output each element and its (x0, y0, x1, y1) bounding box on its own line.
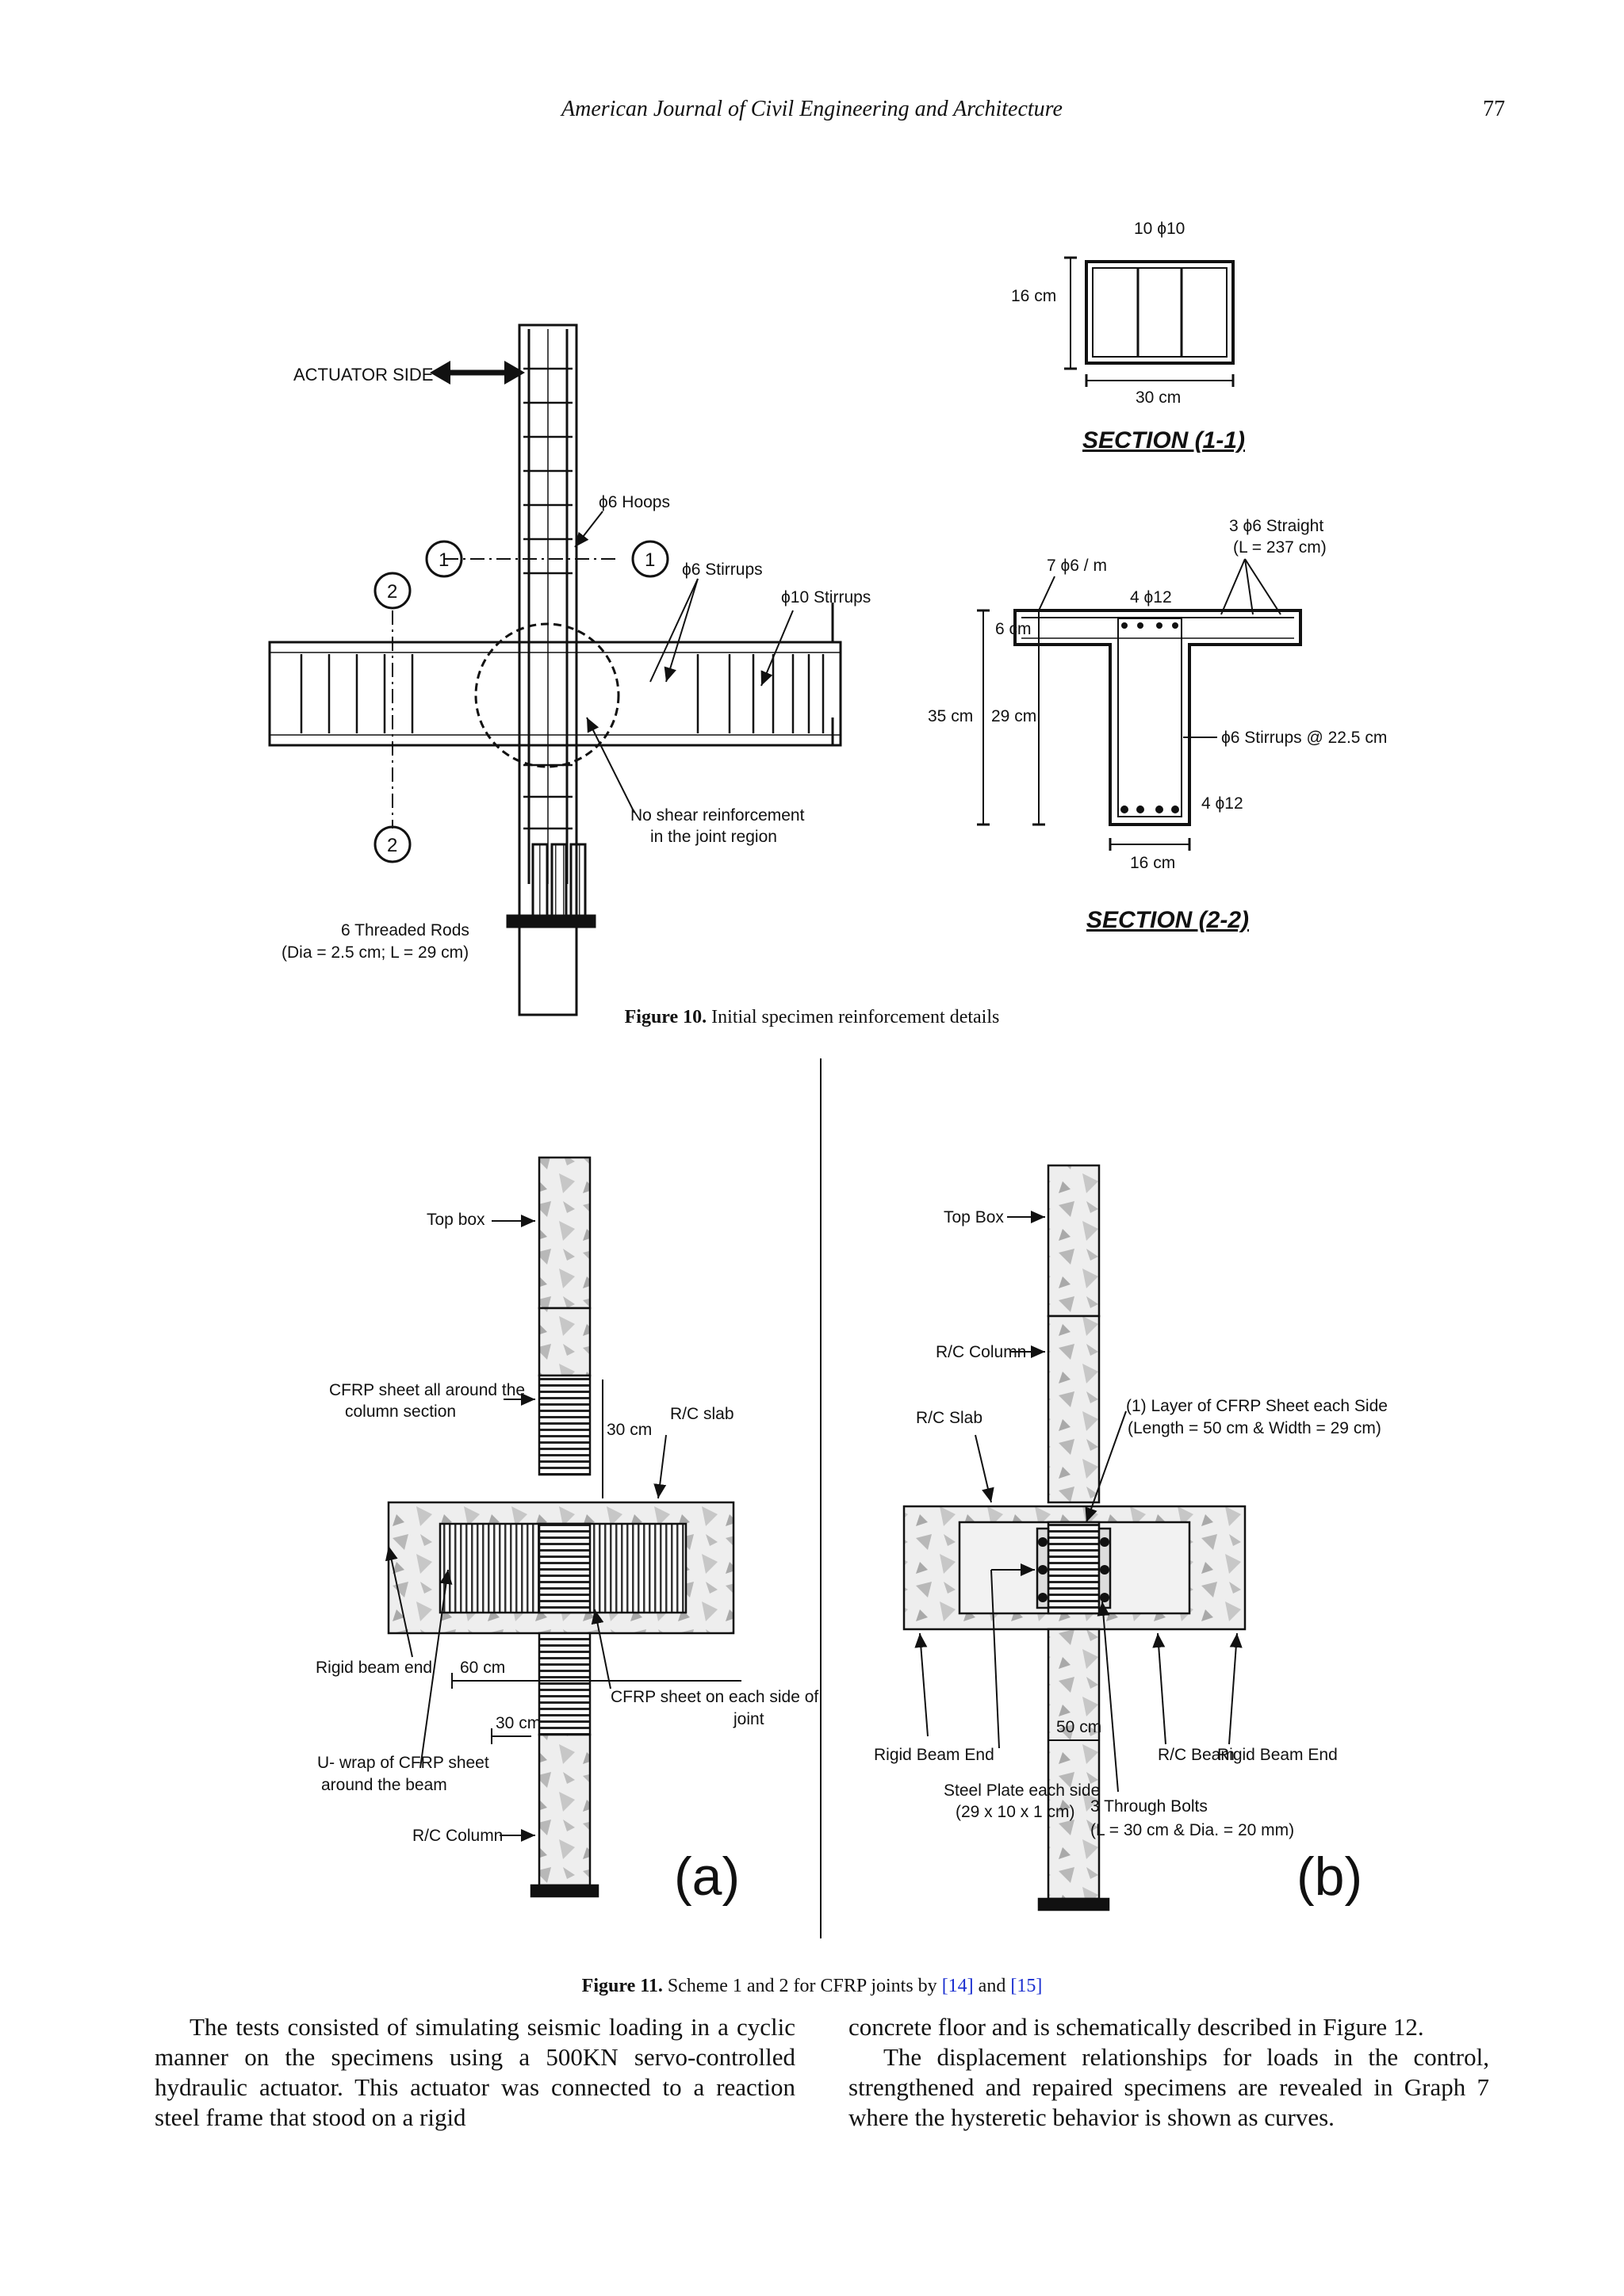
body-column-left: The tests consisted of simulating seismi… (155, 2012, 795, 2133)
section-1-1-outline (1085, 260, 1235, 365)
b-steel-plate-label-2: (29 x 10 x 1 cm) (956, 1803, 1075, 1821)
cut-marker-2-bottom: 2 (387, 835, 397, 856)
threaded-rods-label-2: (Dia = 2.5 cm; L = 29 cm) (282, 943, 469, 962)
s22-slab-bars-label: 7 ϕ6 / m (1047, 557, 1107, 575)
column-outline (518, 323, 578, 1016)
b-rc-beam-label: R/C Beam (1158, 1746, 1235, 1764)
figure-11-caption-text: Scheme 1 and 2 for CFRP joints by (667, 1976, 937, 1996)
a-top-box-label: Top box (427, 1211, 485, 1229)
threaded-rods-label-1: 6 Threaded Rods (341, 921, 469, 939)
figure-11-caption-and: and (978, 1976, 1006, 1996)
panel-a (387, 1156, 735, 1898)
a-rc-column-label: R/C Column (412, 1827, 503, 1845)
body-paragraph: The displacement relationships for loads… (848, 2043, 1489, 2131)
section-2-2-outline (1013, 609, 1302, 826)
s22-straight-label-1: 3 ϕ6 Straight (1229, 517, 1323, 535)
joint-region-circle (474, 622, 620, 768)
figure-10-caption: Figure 10. Initial specimen reinforcemen… (0, 1007, 1624, 1028)
figure-11-caption-label: Figure 11. (581, 1976, 663, 1996)
actuator-side-label: ACTUATOR SIDE (293, 365, 433, 385)
stirrups10-label: ϕ10 Stirrups (781, 588, 871, 607)
b-steel-plate-label-1: Steel Plate each side (944, 1781, 1100, 1800)
cut-marker-2-top: 2 (387, 581, 397, 603)
a-uwrap-label-2: around the beam (321, 1776, 447, 1794)
s22-top-bars-label: 4 ϕ12 (1130, 588, 1172, 607)
a-rc-slab-label: R/C slab (670, 1405, 734, 1423)
s11-title: SECTION (1-1) (1082, 427, 1245, 453)
b-top-box-label: Top Box (944, 1208, 1004, 1226)
body-paragraph: The tests consisted of simulating seismi… (155, 2013, 795, 2131)
running-head: American Journal of Civil Engineering an… (561, 97, 1063, 121)
b-rc-slab-label: R/C Slab (916, 1409, 982, 1427)
b-cfrp-layer-label-2: (Length = 50 cm & Width = 29 cm) (1128, 1419, 1381, 1437)
cut-marker-1-right: 1 (645, 549, 655, 571)
s11-width-label: 30 cm (1136, 388, 1181, 407)
cut-marker-1-left: 1 (439, 549, 449, 571)
s22-35cm-label: 35 cm (928, 707, 973, 725)
reference-link-15[interactable]: [15] (1010, 1976, 1043, 1996)
a-cfrp-column-label-1: CFRP sheet all around the (329, 1381, 525, 1399)
stirrups6-label: ϕ6 Stirrups (682, 561, 763, 579)
page-number: 77 (1483, 97, 1505, 121)
a-rigid-beam-end-label: Rigid beam end (316, 1659, 432, 1677)
s22-straight-label-2: (L = 237 cm) (1233, 538, 1327, 557)
no-shear-label-1: No shear reinforcement (630, 806, 805, 825)
a-uwrap-label-1: U- wrap of CFRP sheet (317, 1754, 489, 1772)
b-dim-50: 50 cm (1056, 1718, 1101, 1736)
figure-10-caption-text: Initial specimen reinforcement details (711, 1007, 1000, 1027)
body-column-right: concrete floor and is schematically desc… (848, 2012, 1489, 2133)
panel-b (902, 1164, 1247, 1911)
a-cfrp-joint-label-2: joint (733, 1710, 764, 1728)
s22-width-label: 16 cm (1130, 854, 1175, 872)
beam-outline (268, 641, 842, 747)
b-rc-column-label: R/C Column (936, 1343, 1026, 1361)
s22-bottom-bars-label: 4 ϕ12 (1201, 794, 1243, 813)
s22-6cm-label: 6 cm (995, 620, 1032, 638)
a-dim-30-upper: 30 cm (607, 1421, 652, 1439)
figure-10: ACTUATOR SIDE ϕ6 Hoops ϕ6 Stirrups ϕ10 S… (268, 220, 1387, 1016)
s22-stirrups-label: ϕ6 Stirrups @ 22.5 cm (1221, 729, 1387, 747)
s11-height-label: 16 cm (1011, 287, 1056, 305)
a-dim-30-lower: 30 cm (496, 1714, 541, 1732)
reference-link-14[interactable]: [14] (941, 1976, 974, 1996)
b-rigid-beam-end-left-label: Rigid Beam End (874, 1746, 994, 1764)
a-panel-letter: (a) (674, 1846, 740, 1907)
a-cfrp-joint-label-1: CFRP sheet on each side of (611, 1688, 818, 1706)
s11-top-label: 10 ϕ10 (1134, 220, 1185, 238)
s22-title: SECTION (2-2) (1086, 907, 1249, 933)
no-shear-label-2: in the joint region (650, 828, 777, 846)
a-cfrp-column-label-2: column section (345, 1402, 456, 1421)
figure-11-caption: Figure 11. Scheme 1 and 2 for CFRP joint… (0, 1976, 1624, 1997)
s22-29cm-label: 29 cm (991, 707, 1036, 725)
a-dim-60: 60 cm (460, 1659, 505, 1677)
hoops-label: ϕ6 Hoops (599, 493, 670, 511)
figure-10-caption-label: Figure 10. (624, 1007, 707, 1027)
b-panel-letter: (b) (1297, 1846, 1362, 1907)
figure-11: Top box CFRP sheet all around the column… (316, 1058, 1388, 1938)
body-paragraph: concrete floor and is schematically desc… (848, 2013, 1424, 2041)
b-bolts-label-1: 3 Through Bolts (1090, 1797, 1208, 1816)
b-rigid-beam-end-right-label: Rigid Beam End (1217, 1746, 1338, 1764)
b-bolts-label-2: (L = 30 cm & Dia. = 20 mm) (1090, 1821, 1294, 1839)
b-cfrp-layer-label-1: (1) Layer of CFRP Sheet each Side (1126, 1397, 1388, 1415)
